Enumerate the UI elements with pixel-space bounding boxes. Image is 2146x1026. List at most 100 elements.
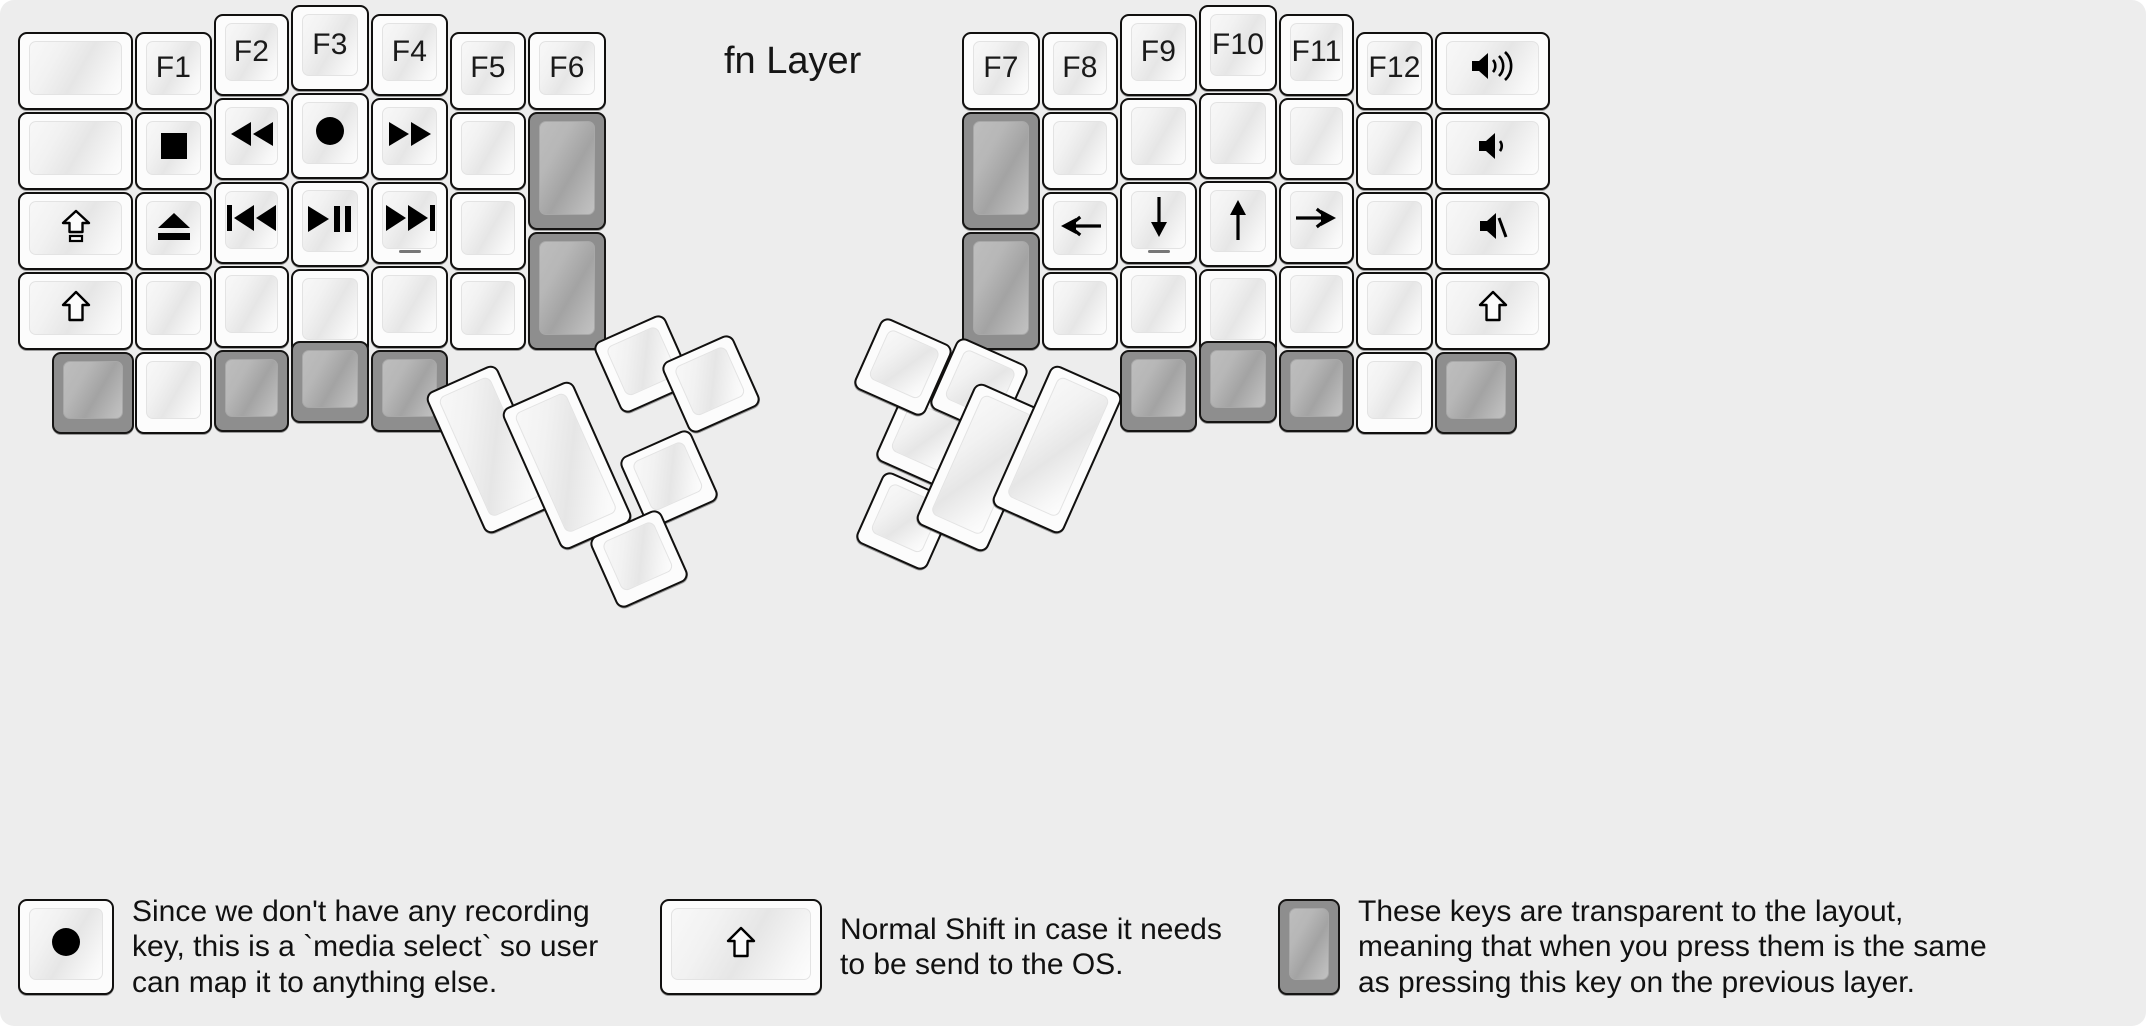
page-title: fn Layer [724, 40, 862, 82]
key-cap [1367, 361, 1422, 419]
key-transparent-left-middle-4[interactable] [291, 341, 369, 423]
key-blank-right-pinky-1[interactable] [1356, 112, 1433, 190]
key-blank-right-inner-1[interactable] [1042, 112, 1118, 190]
key-transparent-right-ring-4[interactable] [1279, 350, 1354, 432]
key-cap [1131, 191, 1186, 249]
mute-icon [1478, 211, 1508, 245]
key-blank-right-inner-3[interactable] [1042, 272, 1118, 350]
key-cap [302, 350, 358, 408]
key-f3[interactable]: F3 [291, 5, 369, 91]
key-blank-left-pinky-4[interactable] [135, 352, 212, 434]
key-fast-forward[interactable] [371, 98, 448, 180]
key-cap [382, 359, 437, 417]
key-f10[interactable]: F10 [1199, 5, 1277, 91]
key-cap [146, 121, 201, 175]
key-cap [29, 41, 122, 95]
fast-forward-icon [388, 121, 432, 151]
key-blank-left-middle-3[interactable] [291, 269, 369, 355]
arrow-right-icon [1294, 205, 1338, 235]
key-arrow-up[interactable] [1199, 181, 1277, 267]
key-f5[interactable]: F5 [450, 32, 526, 110]
key-transparent-left-outer-left-4[interactable] [52, 352, 134, 434]
shift-icon [61, 290, 91, 326]
key-blank-right-index-3[interactable] [1120, 266, 1197, 348]
key-blank-left-ring-3[interactable] [214, 266, 289, 348]
key-arrow-left[interactable] [1042, 192, 1118, 270]
key-blank-left-outer-left-1[interactable] [18, 112, 133, 190]
key-transparent-right-innermost-1[interactable] [962, 112, 1040, 230]
key-f6[interactable]: F6 [528, 32, 606, 110]
key-cap [1131, 107, 1186, 165]
key-blank-left-thumb-4[interactable] [617, 427, 721, 531]
key-f2[interactable]: F2 [214, 14, 289, 96]
key-f8[interactable]: F8 [1042, 32, 1118, 110]
key-cap [461, 281, 515, 335]
record-icon [314, 115, 346, 151]
key-volume-up[interactable] [1435, 32, 1550, 110]
key-cap: F3 [302, 14, 358, 76]
key-f11[interactable]: F11 [1279, 14, 1354, 96]
key-f1[interactable]: F1 [135, 32, 212, 110]
volume-down-icon [1477, 131, 1509, 165]
key-f4[interactable]: F4 [371, 14, 448, 96]
key-cap [461, 201, 515, 255]
key-label: F2 [233, 35, 270, 68]
key-cap [29, 121, 122, 175]
key-blank-right-pinky-3[interactable] [1356, 272, 1433, 350]
key-transparent-right-index-4[interactable] [1120, 350, 1197, 432]
key-eject[interactable] [135, 192, 212, 270]
key-blank-right-index-1[interactable] [1120, 98, 1197, 180]
key-blank-right-middle-1[interactable] [1199, 93, 1277, 179]
key-blank-left-inner-2[interactable] [450, 192, 526, 270]
homing-bar [398, 250, 421, 253]
key-volume-down[interactable] [1435, 112, 1550, 190]
key-cap [1210, 350, 1266, 408]
key-stop[interactable] [135, 112, 212, 190]
key-cap [671, 908, 811, 980]
key-rewind[interactable] [214, 98, 289, 180]
shift-note-swatch [660, 899, 822, 995]
key-mute[interactable] [1435, 192, 1550, 270]
key-cap [1446, 41, 1539, 95]
key-caps-lock[interactable] [18, 192, 133, 270]
key-record[interactable] [291, 93, 369, 179]
key-play-pause[interactable] [291, 181, 369, 267]
key-cap [1053, 121, 1107, 175]
key-arrow-down[interactable] [1120, 182, 1197, 264]
key-blank-right-ring-1[interactable] [1279, 98, 1354, 180]
key-cap [302, 278, 358, 340]
key-shift[interactable] [1435, 272, 1550, 350]
key-transparent-left-innermost-2[interactable] [528, 232, 606, 350]
key-blank-left-inner-1[interactable] [450, 112, 526, 190]
key-transparent-right-middle-4[interactable] [1199, 341, 1277, 423]
key-blank-left-outer-left-0[interactable] [18, 32, 133, 110]
key-blank-right-ring-3[interactable] [1279, 266, 1354, 348]
key-blank-left-pinky-3[interactable] [135, 272, 212, 350]
key-label: F8 [1062, 51, 1098, 84]
key-arrow-right[interactable] [1279, 182, 1354, 264]
key-shift[interactable] [18, 272, 133, 350]
key-cap [1367, 281, 1422, 335]
key-transparent-left-index-4[interactable] [371, 350, 448, 432]
key-blank-left-inner-3[interactable] [450, 272, 526, 350]
key-f9[interactable]: F9 [1120, 14, 1197, 96]
record-note: Since we don't have any recording key, t… [18, 868, 598, 1026]
key-blank-right-pinky-2[interactable] [1356, 192, 1433, 270]
key-transparent-right-innermost-2[interactable] [962, 232, 1040, 350]
key-transparent-right-outer-right-4[interactable] [1435, 352, 1517, 434]
key-transparent-left-innermost-1[interactable] [528, 112, 606, 230]
key-f7[interactable]: F7 [962, 32, 1040, 110]
play-pause-icon [307, 205, 353, 237]
key-cap [1367, 121, 1422, 175]
key-f12[interactable]: F12 [1356, 32, 1433, 110]
shift-icon [726, 926, 756, 962]
key-blank-left-index-3[interactable] [371, 266, 448, 348]
key-blank-right-middle-3[interactable] [1199, 269, 1277, 355]
key-cap [302, 102, 358, 164]
key-prev-track[interactable] [214, 182, 289, 264]
key-cap [29, 201, 122, 255]
key-next-track[interactable] [371, 182, 448, 264]
key-blank-right-pinky-4[interactable] [1356, 352, 1433, 434]
key-transparent-left-ring-4[interactable] [214, 350, 289, 432]
